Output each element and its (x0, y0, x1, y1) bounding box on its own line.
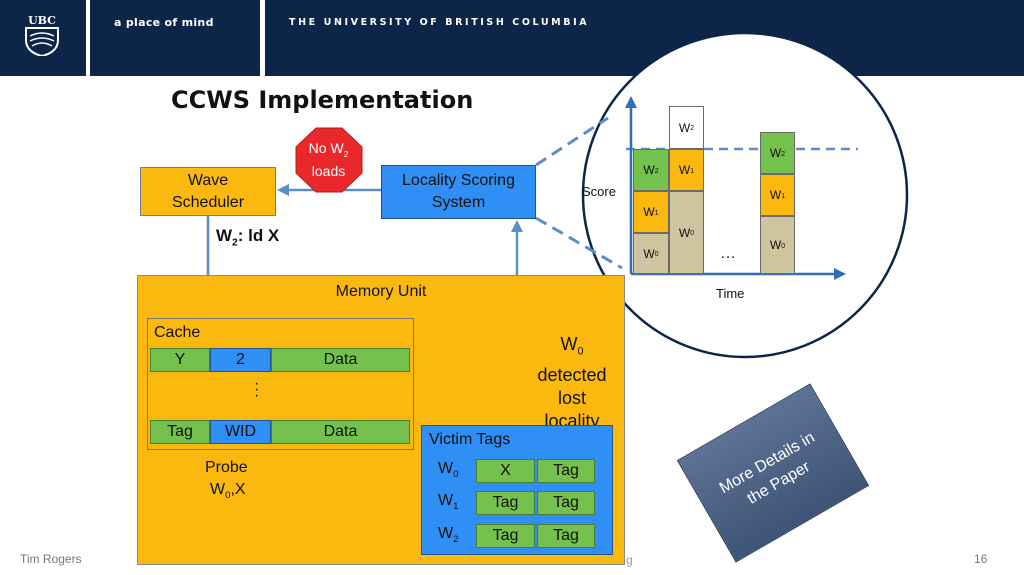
lost-locality-label: W0 detected lost locality (537, 334, 607, 431)
w2-load-label: W2: ld X (216, 226, 280, 249)
tagline: a place of mind (114, 16, 214, 29)
victim-row-w1-tag2: Tag (537, 491, 595, 515)
cache-row1-tag: Y (150, 348, 210, 372)
svg-text:UBC: UBC (28, 14, 56, 27)
header-university-panel: THE UNIVERSITY OF BRITISH COLUMBIA (265, 0, 1024, 76)
cache-row2-tag: Tag (150, 420, 210, 444)
zoom-line-top (535, 116, 609, 167)
victim-row-w2-label: W2 (438, 525, 459, 546)
victim-row-w1-label: W1 (438, 492, 459, 513)
ubc-crest-icon: UBC (25, 14, 59, 56)
slide-title: CCWS Implementation (171, 86, 474, 114)
cache-row1-wid: 2 (210, 348, 271, 372)
header-logo-panel: UBC (0, 0, 86, 76)
footer-page-number: 16 (974, 552, 988, 566)
cache-row2-data: Data (271, 420, 410, 444)
victim-row-w2-tag2: Tag (537, 524, 595, 548)
probe-label: Probe (205, 459, 248, 476)
arrow-lss-to-scheduler-head (277, 184, 289, 196)
y-axis-arrow (625, 96, 637, 108)
cache-label: Cache (154, 324, 201, 341)
stop-sign (295, 127, 363, 193)
footer-author: Tim Rogers (20, 552, 82, 566)
header-tagline-panel: a place of mind (90, 0, 260, 76)
zoom-circle (581, 31, 909, 359)
chart-ylabel: Score (582, 184, 616, 199)
cache-vertical-ellipsis: ··· (254, 375, 260, 404)
zoom-line-bottom (535, 216, 623, 270)
memory-unit-label: Memory Unit (335, 283, 427, 300)
chart-xlabel: Time (716, 286, 745, 301)
cache-row1-data: Data (271, 348, 410, 372)
footer-fragment: g (626, 553, 633, 567)
chart-ellipsis: … (720, 245, 736, 262)
x-axis-arrow (834, 268, 846, 280)
stop-sign-label: No W2 loads (308, 140, 349, 179)
probe-target-label: W0,X (210, 481, 246, 502)
victim-row-w0-tag2: Tag (537, 459, 595, 483)
victim-row-w2-tag1: Tag (476, 524, 535, 548)
victim-tags-label: Victim Tags (429, 431, 511, 448)
victim-row-w1-tag1: Tag (476, 491, 535, 515)
arrow-victim-to-lss-head (511, 220, 523, 232)
victim-row-w0-tag1: X (476, 459, 535, 483)
university-name: THE UNIVERSITY OF BRITISH COLUMBIA (289, 17, 590, 28)
victim-row-w0-label: W0 (438, 460, 459, 481)
cache-row2-wid: WID (210, 420, 271, 444)
